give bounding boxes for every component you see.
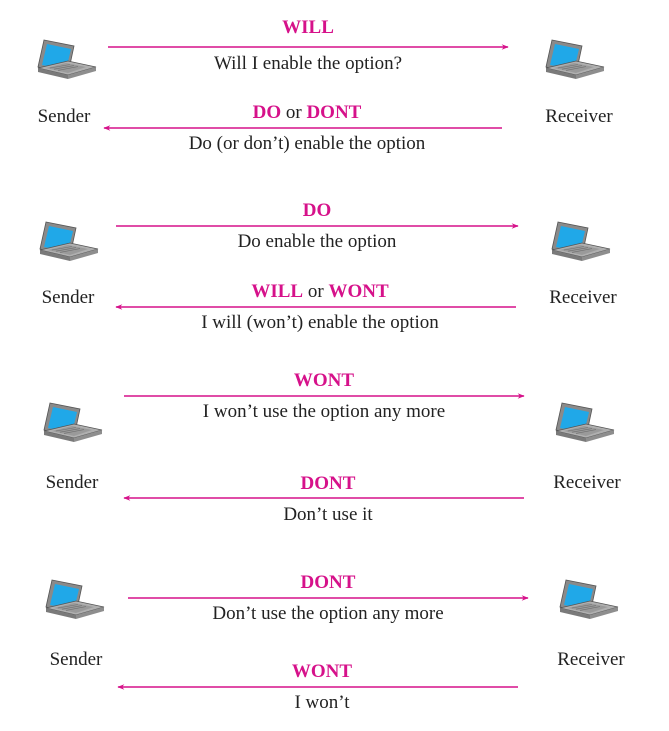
laptop-icon [37, 39, 97, 80]
command-label: DO or DONT [253, 102, 362, 123]
receiver-label: Receiver [557, 649, 625, 670]
message-description: Do (or don’t) enable the option [189, 133, 426, 154]
laptop-icon [559, 579, 619, 620]
receiver-label: Receiver [545, 106, 613, 127]
scenario-2: Sender Receiver DO Do enable the optionWILL… [39, 200, 617, 333]
scenario-3: Sender Receiver WONT I won’t use the option… [43, 370, 621, 525]
command-secondary: WONT [328, 281, 389, 302]
command-primary: DO [303, 200, 332, 221]
command-label: DO [303, 200, 332, 221]
command-label: WONT [292, 661, 353, 682]
laptop-icon [555, 402, 615, 443]
message-description: Don’t use the option any more [212, 603, 443, 624]
laptop-icon [39, 221, 99, 262]
sender-label: Sender [46, 472, 99, 493]
command-label: DONT [301, 572, 356, 593]
command-joiner: or [303, 281, 328, 302]
message-description: Don’t use it [283, 504, 373, 525]
command-primary: WILL [251, 281, 303, 302]
laptop-icon [545, 39, 605, 80]
message-description: Do enable the option [238, 231, 397, 252]
command-secondary: DONT [306, 102, 361, 123]
message-description: Will I enable the option? [214, 53, 402, 74]
command-primary: WILL [282, 17, 334, 38]
message-description: I will (won’t) enable the option [201, 312, 439, 333]
command-primary: DONT [301, 572, 356, 593]
command-label: DONT [301, 473, 356, 494]
command-label: WONT [294, 370, 355, 391]
sender-label: Sender [42, 287, 95, 308]
command-primary: DO [253, 102, 282, 123]
laptop-icon [551, 221, 611, 262]
scenario-1: Sender Receiver WILL Will I enable the opti… [37, 17, 613, 154]
sender-label: Sender [38, 106, 91, 127]
command-primary: WONT [294, 370, 355, 391]
command-joiner: or [281, 102, 306, 123]
sender-label: Sender [50, 649, 103, 670]
command-primary: WONT [292, 661, 353, 682]
receiver-label: Receiver [549, 287, 617, 308]
laptop-icon [43, 402, 103, 443]
laptop-icon [45, 579, 105, 620]
command-label: WILL or WONT [251, 281, 389, 302]
message-description: I won’t [294, 692, 350, 713]
message-description: I won’t use the option any more [203, 401, 445, 422]
receiver-label: Receiver [553, 472, 621, 493]
scenario-4: Sender Receiver DONT Don’t use the option a… [45, 572, 625, 713]
command-primary: DONT [301, 473, 356, 494]
command-label: WILL [282, 17, 334, 38]
